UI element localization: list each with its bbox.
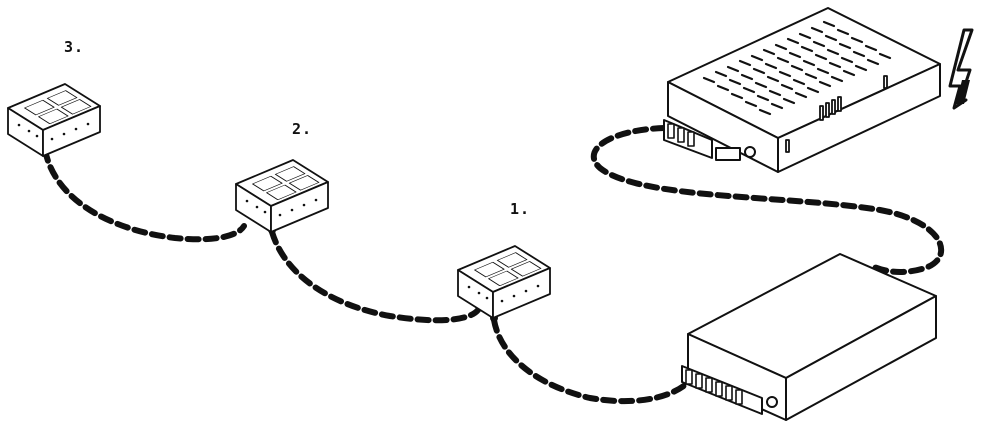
power-supply-unit (663, 7, 941, 173)
cable-node3-node2 (42, 147, 247, 243)
led-node-1 (457, 245, 551, 319)
cable-node2-node1 (269, 229, 481, 324)
cable-psu-controller (590, 125, 945, 275)
led-controller (681, 253, 937, 421)
led-node-2 (235, 159, 329, 233)
node-label-3: 3. (64, 38, 85, 56)
node-label-1: 1. (510, 200, 531, 218)
lightning-bolt-icon (948, 28, 974, 110)
cable-node1-controller (491, 317, 688, 405)
led-node-3 (7, 83, 101, 157)
node-label-2: 2. (292, 120, 313, 138)
